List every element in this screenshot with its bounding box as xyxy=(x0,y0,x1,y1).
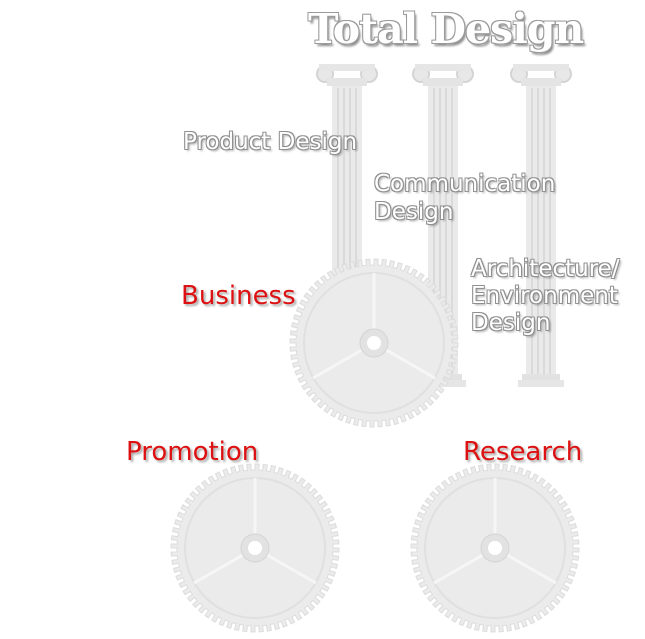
gear-research-icon xyxy=(410,463,580,633)
architecture-design-label: Architecture/ Environment Design xyxy=(471,256,620,337)
research-label: Research xyxy=(463,437,583,467)
architecture-design-line-1: Architecture/ xyxy=(471,256,620,282)
architecture-design-line-2: Environment xyxy=(471,283,618,309)
promotion-label: Promotion xyxy=(126,437,259,467)
product-design-label: Product Design xyxy=(183,129,358,155)
gear-business-icon xyxy=(289,258,459,428)
gear-promotion-icon xyxy=(170,463,340,633)
business-label: Business xyxy=(181,281,296,311)
architecture-design-line-3: Design xyxy=(471,310,551,336)
communication-design-label: Communication Design xyxy=(374,170,555,226)
communication-design-line-2: Design xyxy=(374,199,454,225)
communication-design-line-1: Communication xyxy=(374,171,556,197)
page-title: Total Design xyxy=(308,5,584,53)
